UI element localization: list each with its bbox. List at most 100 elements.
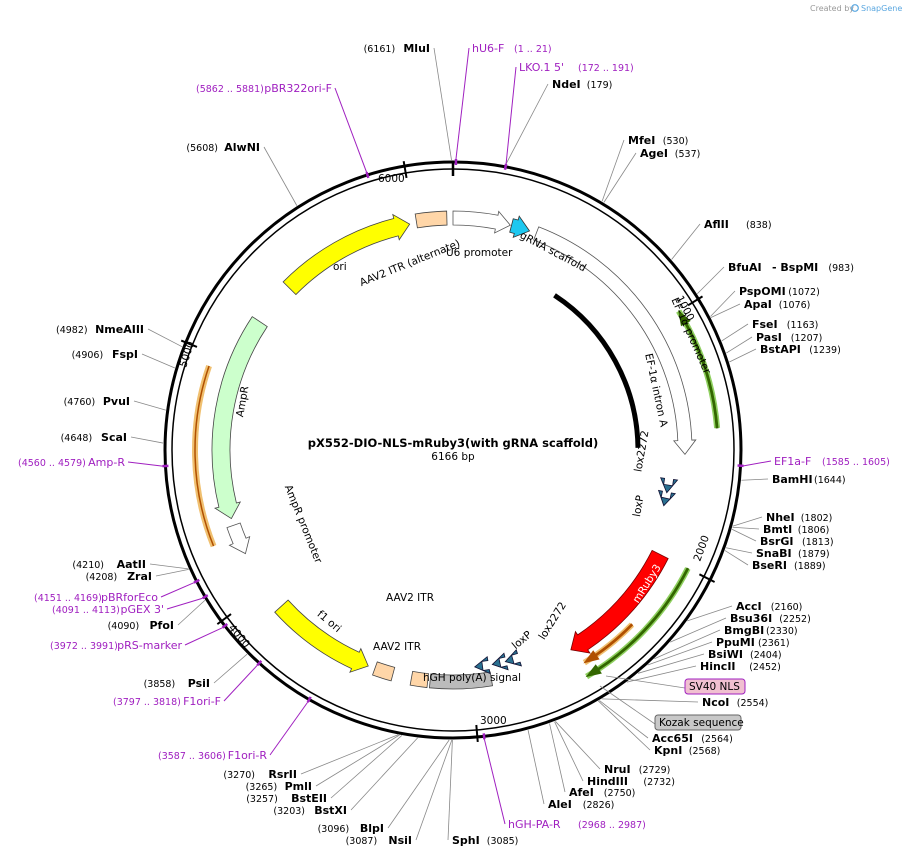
site-leader: [263, 146, 298, 206]
primer-leader: [223, 664, 258, 702]
site-leader: [599, 700, 649, 739]
lox2272-b-2-arrow: [491, 652, 509, 671]
site-leader: [350, 737, 418, 811]
site-pos-28: (2732): [643, 777, 675, 788]
site-name-5: BfuAI: [728, 261, 762, 274]
site-leader: [415, 739, 453, 841]
sv40-thin: [585, 567, 690, 678]
primer-range-5: (4151 .. 4169): [34, 593, 102, 604]
site-leader: [315, 734, 400, 787]
site-pos-3: (537): [675, 149, 701, 160]
site-leader: [433, 47, 452, 161]
itr-1-label: AAV2 ITR: [386, 592, 434, 604]
site-leader: [626, 665, 697, 683]
primer-range-6: (4091 .. 4113): [52, 605, 120, 616]
primer-name-7: pRS-marker: [117, 639, 182, 652]
site-name-28: HindIII: [587, 775, 628, 788]
site-leader: [637, 653, 705, 674]
kozak-sequence-box: [654, 714, 742, 731]
site-name-45: NmeAIII: [95, 323, 144, 336]
tick-mark: [687, 295, 704, 307]
primer-name-2: pBR322ori-F: [264, 82, 332, 95]
features-layer: [180, 161, 721, 743]
site-name-9: FseI: [752, 318, 778, 331]
site-leader: [729, 348, 757, 363]
site-pos-29: (2750): [604, 788, 636, 799]
site-pos-45: (4982): [56, 325, 88, 336]
grna-scaffold-arrow: [509, 215, 531, 239]
leaders-layer: [127, 47, 772, 841]
site-name-3: AgeI: [640, 147, 668, 160]
kozak-sequence-leader: [599, 685, 656, 725]
mruby3-arrow: [570, 549, 669, 654]
site-pos-34: (3203): [273, 806, 305, 817]
site-leader: [603, 152, 637, 203]
tick-label-5000: 5000: [177, 340, 197, 369]
site-pos-37: (3270): [223, 770, 255, 781]
site-leader: [147, 328, 183, 348]
site-name-34: BstXI: [314, 804, 347, 817]
site-name-12: BamHI: [772, 473, 813, 486]
loxp-a-arrow: [657, 489, 677, 507]
site-pos-15: (1813): [802, 537, 834, 548]
site-pos-32: (3087): [346, 836, 378, 847]
site-name-39: PfoI: [150, 619, 175, 632]
primer-range-7: (3972 .. 3991): [50, 641, 118, 652]
site-name-44: FspI: [112, 348, 138, 361]
plasmid-length: 6166 bp: [431, 451, 475, 463]
site-name-30: AleI: [548, 798, 572, 811]
site-pos-40: (4208): [86, 572, 118, 583]
credit-prefix: Created by: [810, 4, 854, 13]
site-pos-24: (2554): [737, 698, 769, 709]
site-name-26: KpnI: [654, 744, 682, 757]
kozak-sequence-label: Kozak sequence: [659, 717, 744, 729]
primer-name-6: pGEX 3': [120, 603, 164, 616]
site-leader: [671, 223, 701, 260]
site-name-40: ZraI: [127, 570, 152, 583]
site-name-22: BsiWI: [708, 648, 743, 661]
site-name-21: PpuMI: [716, 636, 755, 649]
site-leader: [731, 528, 757, 542]
site-pos-38: (3858): [144, 679, 176, 690]
plasmid-name: pX552-DIO-NLS-mRuby3(with gRNA scaffold): [308, 436, 598, 450]
site-name-41: AatII: [117, 558, 146, 571]
ampr-label: AmpR: [234, 385, 251, 418]
site-leader: [687, 605, 733, 622]
site-name-32: NsiI: [388, 834, 412, 847]
site-pos-21: (2361): [758, 638, 790, 649]
primer-leader: [160, 582, 195, 598]
site-name-8: ApaI: [744, 298, 772, 311]
site-leader: [300, 734, 399, 775]
primer-name-3: EF1a-F: [774, 455, 811, 468]
ef1a-promoter-arrow: [533, 226, 697, 456]
primer-leader: [269, 701, 309, 756]
site-leader: [741, 478, 769, 481]
tick-mark: [402, 161, 408, 179]
ori-arrow: [282, 213, 411, 296]
primer-leader: [455, 47, 470, 160]
tick-label-2000: 2000: [692, 534, 712, 563]
primer-leader: [743, 460, 772, 467]
site-pos-17: (1889): [794, 561, 826, 572]
site-leader: [149, 563, 189, 570]
site-name-23: HincII: [700, 660, 736, 673]
site-name-11: BstAPI: [760, 343, 801, 356]
itr-alternate-box: [414, 210, 448, 229]
primer-mark: [306, 696, 312, 703]
primer-mark: [482, 733, 486, 740]
site-name-42: ScaI: [101, 431, 127, 444]
site-leader: [726, 336, 753, 354]
site-pos-25: (2564): [701, 734, 733, 745]
site-leader: [721, 323, 749, 342]
site-name-4: AflII: [704, 218, 729, 231]
site-leader: [527, 730, 545, 805]
primer-name-4: Amp-R: [88, 456, 125, 469]
site-pos-44: (4906): [72, 350, 104, 361]
primer-name-5: pBRforEco: [101, 591, 158, 604]
loxp-b-label: loxP: [510, 629, 534, 652]
site-name-36: PmlI: [285, 780, 312, 793]
site-leader: [710, 303, 741, 318]
site-pos-33: (3096): [318, 824, 350, 835]
tick-mark: [216, 613, 232, 625]
site-pos-12: (1644): [814, 475, 846, 486]
